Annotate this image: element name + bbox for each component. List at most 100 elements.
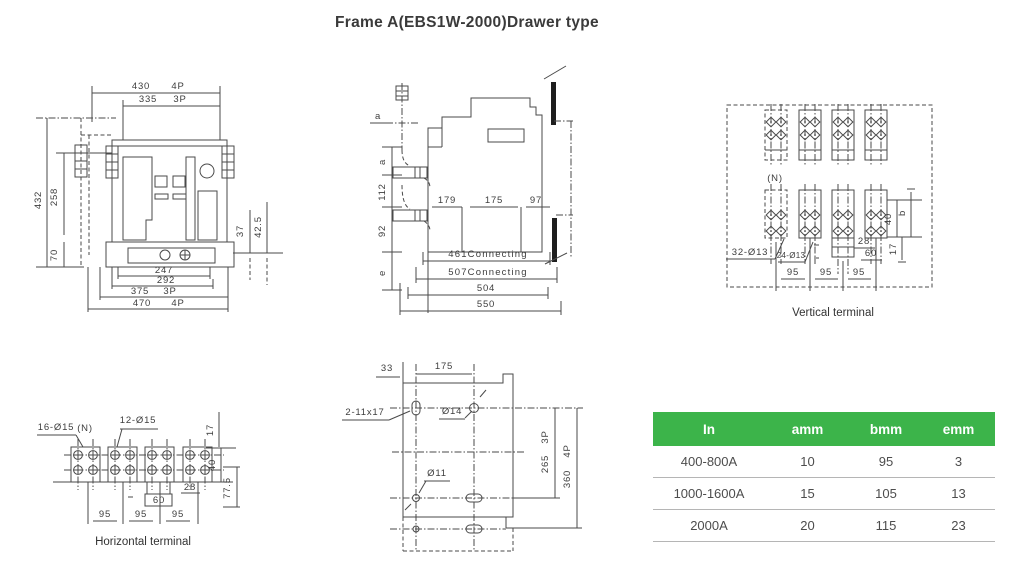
plan-view-figure: 33 175 2-11x17 Ø14 Ø11 265 3P 360 4P xyxy=(332,352,602,569)
dim-265: 265 xyxy=(540,455,551,473)
dim-179: 179 xyxy=(438,195,456,206)
dim-504: 504 xyxy=(477,283,495,294)
vertical-terminal-top-blocks xyxy=(764,104,888,166)
dim-335-pole: 3P xyxy=(173,94,186,105)
side-view-figure: a a 112 92 e 179 175 97 461Connecting 50… xyxy=(358,55,628,345)
dim-247: 247 xyxy=(155,265,173,276)
dim-175: 175 xyxy=(435,361,453,372)
dim-95-b: 95 xyxy=(135,509,147,520)
label-dia-11: Ø11 xyxy=(427,468,447,479)
dim-461-connecting: 461Connecting xyxy=(448,249,528,260)
label-neutral: (N) xyxy=(767,173,783,184)
dim-17: 17 xyxy=(205,424,216,436)
dim-e: e xyxy=(377,270,388,276)
dim-60: 60 xyxy=(865,248,877,259)
dim-335: 335 xyxy=(139,94,157,105)
col-header-in: In xyxy=(653,412,765,446)
dim-375: 375 xyxy=(131,286,149,297)
label-12-holes: 12-Ø15 xyxy=(120,415,157,426)
dim-a-side: a xyxy=(377,159,388,165)
dim-17: 17 xyxy=(888,243,899,255)
dim-550: 550 xyxy=(477,299,495,310)
front-view-labels: 430 4P 335 3P 432 258 70 37 42.5 247 292… xyxy=(33,81,264,309)
spec-table-header-row: In amm bmm emm xyxy=(653,412,995,446)
dim-112: 112 xyxy=(377,183,388,201)
spec-table: In amm bmm emm 400-800A 10 95 3 1000-160… xyxy=(653,412,995,542)
cell-emm: 13 xyxy=(922,477,995,510)
vertical-terminal-figure: (N) 32-Ø13 24-Ø13 95 95 95 28 60 40 b 17… xyxy=(718,82,1018,327)
dim-95-c: 95 xyxy=(853,267,865,278)
label-dia-14: Ø14 xyxy=(442,406,462,417)
dim-37: 37 xyxy=(235,225,246,237)
dim-360: 360 xyxy=(562,470,573,488)
side-view-dim-lines xyxy=(370,122,562,315)
horizontal-terminal-drawing: 16-Ø15 (N) 12-Ø15 60 28 17 40 77.5 95 95… xyxy=(37,412,240,524)
col-header-amm: amm xyxy=(765,412,850,446)
label-neutral: (N) xyxy=(77,423,93,434)
dim-470: 470 xyxy=(133,298,151,309)
table-row: 2000A 20 115 23 xyxy=(653,509,995,542)
dim-432: 432 xyxy=(33,191,44,209)
dim-a-top: a xyxy=(375,111,381,122)
plan-view-holes xyxy=(411,400,483,534)
front-view-figure: 430 4P 335 3P 432 258 70 37 42.5 247 292… xyxy=(28,50,328,322)
dim-95-a: 95 xyxy=(787,267,799,278)
horizontal-terminal-figure: 16-Ø15 (N) 12-Ø15 60 28 17 40 77.5 95 95… xyxy=(18,402,303,552)
dim-40: 40 xyxy=(207,459,218,471)
cell-emm: 3 xyxy=(922,446,995,478)
vertical-terminal-drawing: (N) 32-Ø13 24-Ø13 95 95 95 28 60 40 b 17 xyxy=(726,104,933,291)
label-slot-2-11x17: 2-11x17 xyxy=(345,407,384,418)
horizontal-terminal-labels: 16-Ø15 (N) 12-Ø15 60 28 17 40 77.5 95 95… xyxy=(38,415,233,520)
dim-430-pole: 4P xyxy=(171,81,184,92)
cell-amm: 20 xyxy=(765,509,850,542)
front-view-dim-lines xyxy=(36,86,283,312)
dim-92: 92 xyxy=(377,225,388,237)
dim-28: 28 xyxy=(184,482,196,493)
horizontal-terminal-dim-lines xyxy=(37,412,240,524)
front-view-drawer-rails xyxy=(56,118,112,265)
cell-in: 1000-1600A xyxy=(653,477,765,510)
dim-95-b: 95 xyxy=(820,267,832,278)
label-24-holes: 24-Ø13 xyxy=(777,251,806,260)
col-header-bmm: bmm xyxy=(850,412,922,446)
vertical-terminal-caption: Vertical terminal xyxy=(792,307,874,319)
horizontal-terminal-caption: Horizontal terminal xyxy=(95,536,191,548)
dim-360-pole: 4P xyxy=(562,444,573,457)
dim-b: b xyxy=(897,210,908,216)
dim-95-a: 95 xyxy=(99,509,111,520)
dim-265-pole: 3P xyxy=(540,430,551,443)
cell-bmm: 115 xyxy=(850,509,922,542)
dim-97: 97 xyxy=(530,195,542,206)
label-16-holes: 16-Ø15 xyxy=(38,422,75,433)
dim-375-pole: 3P xyxy=(163,286,176,297)
cell-in: 2000A xyxy=(653,509,765,542)
vertical-terminal-border xyxy=(726,104,933,288)
dim-95-c: 95 xyxy=(172,509,184,520)
cell-bmm: 105 xyxy=(850,477,922,510)
dim-175: 175 xyxy=(485,195,503,206)
dim-60: 60 xyxy=(153,495,165,506)
side-view-terminal-stubs xyxy=(392,83,431,232)
dim-42-5: 42.5 xyxy=(253,216,264,238)
side-view-body xyxy=(427,65,573,265)
col-header-emm: emm xyxy=(922,412,995,446)
plan-view-plate xyxy=(390,364,583,552)
side-view-labels: a a 112 92 e 179 175 97 461Connecting 50… xyxy=(375,111,542,310)
cell-bmm: 95 xyxy=(850,446,922,478)
dim-40: 40 xyxy=(883,213,894,225)
dim-430: 430 xyxy=(132,81,150,92)
label-32-holes: 32-Ø13 xyxy=(732,247,769,258)
vertical-terminal-dim-lines xyxy=(726,188,922,291)
side-view-drawing: a a 112 92 e 179 175 97 461Connecting 50… xyxy=(370,65,573,315)
vertical-terminal-labels: (N) 32-Ø13 24-Ø13 95 95 95 28 60 40 b 17 xyxy=(732,173,908,278)
dim-70: 70 xyxy=(49,249,60,261)
table-row: 1000-1600A 15 105 13 xyxy=(653,477,995,510)
dim-33: 33 xyxy=(381,363,393,374)
plan-view-labels: 33 175 2-11x17 Ø14 Ø11 265 3P 360 4P xyxy=(345,361,573,488)
dim-292: 292 xyxy=(157,275,175,286)
table-row: 400-800A 10 95 3 xyxy=(653,446,995,478)
dim-28: 28 xyxy=(858,236,870,247)
horizontal-terminal-blocks xyxy=(53,439,233,490)
front-view-body xyxy=(105,139,235,268)
